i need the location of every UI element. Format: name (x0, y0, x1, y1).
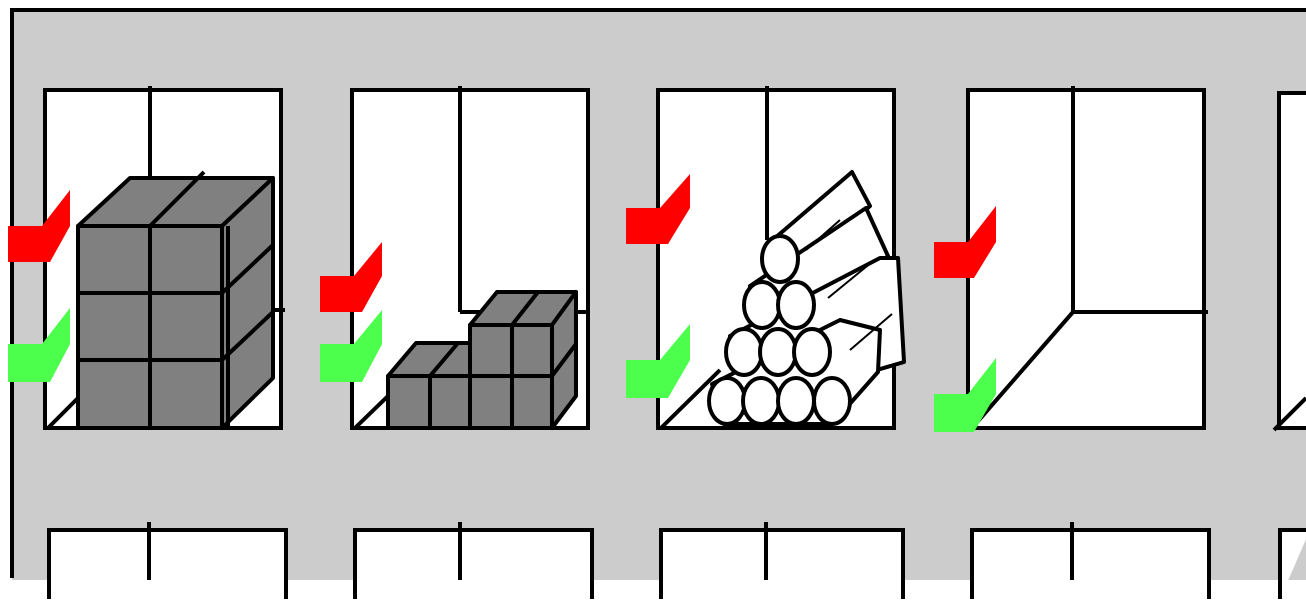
box-seam (220, 310, 275, 362)
log-end (707, 376, 747, 426)
marker-green-flag (8, 308, 70, 382)
lower-bay-frame (659, 528, 905, 599)
box-seam (550, 342, 578, 378)
log-end (758, 327, 798, 377)
bay-floor-diagonal (659, 368, 722, 430)
lower-bay-frame (970, 528, 1211, 599)
bay-frame (966, 88, 1206, 430)
log-end (812, 376, 852, 426)
stacked-boxes-large (76, 170, 275, 430)
marker-red-flag (320, 242, 382, 312)
log-pile (707, 170, 906, 426)
marker-red-flag (934, 206, 996, 278)
lower-bay-4 (970, 522, 1211, 599)
box-seam (510, 290, 540, 327)
log-end (724, 327, 764, 377)
lower-bay-5-partial (1278, 528, 1306, 599)
log-end (742, 280, 782, 330)
rack-bay-1 (8, 86, 285, 430)
box-seam (428, 341, 460, 378)
log-edge (849, 313, 893, 351)
box-seam (148, 170, 206, 228)
rack-bay-5-partial (1272, 91, 1306, 432)
log-end (776, 376, 816, 426)
rack-bay-4 (934, 86, 1208, 432)
log-end (792, 327, 832, 377)
marker-green-flag (320, 310, 382, 382)
lower-bay-frame (353, 528, 594, 599)
rack-frame-outline (10, 8, 1306, 578)
log-end (760, 234, 800, 284)
bay-floor-diagonal (970, 310, 1075, 430)
stacked-boxes-stepped (386, 290, 578, 430)
lower-bay-2 (353, 522, 594, 599)
rack-bay-3 (626, 86, 906, 430)
bay-frame (1277, 91, 1306, 430)
bay-floor-diagonal (353, 394, 390, 430)
lower-rack-row (47, 522, 1306, 599)
box-seam (220, 243, 275, 295)
bay-floor-diagonal (46, 396, 80, 430)
lower-bay-frame (47, 528, 288, 599)
log-edge (805, 219, 841, 251)
marker-green-flag (626, 324, 690, 398)
marker-green-flag (934, 358, 996, 432)
lower-bay-1 (47, 522, 288, 599)
marker-red-flag (626, 174, 690, 244)
lower-bay-frame (1278, 528, 1306, 599)
marker-red-flag (8, 190, 70, 262)
rack-bay-2 (320, 86, 590, 430)
lower-bay-3 (659, 522, 905, 599)
log-edge (827, 261, 873, 299)
log-end (776, 280, 816, 330)
log-end (741, 376, 781, 426)
bay-floor-diagonal (1272, 396, 1306, 432)
